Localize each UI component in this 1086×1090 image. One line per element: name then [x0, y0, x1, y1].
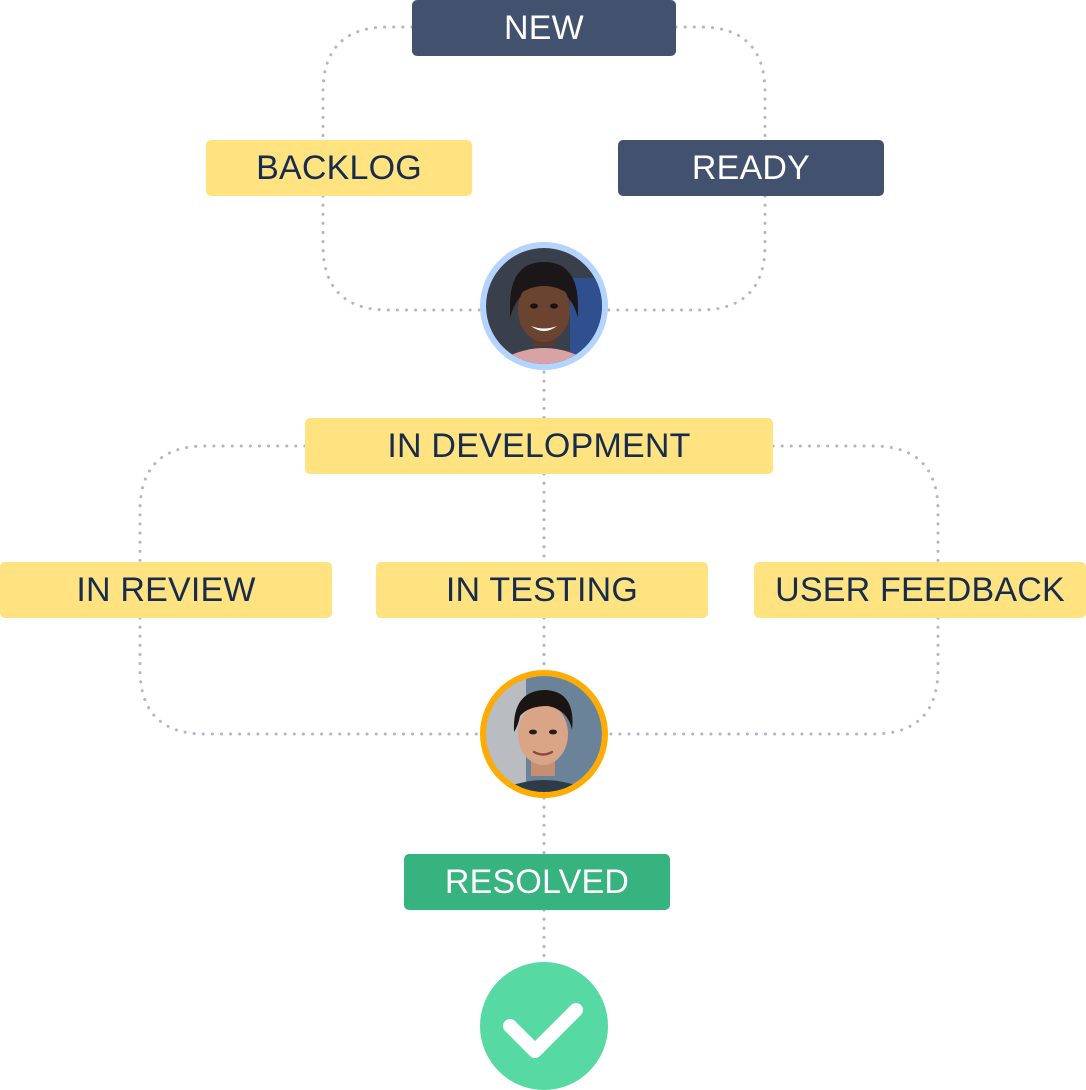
status-new[interactable]: NEW — [412, 0, 676, 56]
status-in-review[interactable]: IN REVIEW — [0, 562, 332, 618]
connector-indevelopment-feedback — [771, 444, 940, 564]
assignee-avatar-top[interactable] — [480, 242, 608, 370]
checkmark-icon — [503, 1003, 583, 1058]
connector-review-avatar — [138, 616, 482, 736]
status-in-development[interactable]: IN DEVELOPMENT — [305, 418, 773, 474]
completion-badge — [480, 962, 608, 1090]
connector-new-ready — [674, 25, 767, 142]
connector-new-backlog — [321, 25, 414, 142]
status-backlog[interactable]: BACKLOG — [206, 140, 472, 196]
connector-backlog-avatar — [321, 194, 482, 312]
connector-feedback-avatar — [606, 616, 940, 736]
status-resolved[interactable]: RESOLVED — [404, 854, 670, 910]
assignee-avatar-bottom[interactable] — [480, 670, 608, 798]
status-ready[interactable]: READY — [618, 140, 884, 196]
status-user-feedback[interactable]: USER FEEDBACK — [754, 562, 1086, 618]
user-avatar-icon — [486, 676, 602, 792]
connector-indevelopment-review — [138, 444, 307, 564]
connector-ready-avatar — [606, 194, 767, 312]
user-avatar-icon — [486, 248, 602, 364]
status-in-testing[interactable]: IN TESTING — [376, 562, 708, 618]
